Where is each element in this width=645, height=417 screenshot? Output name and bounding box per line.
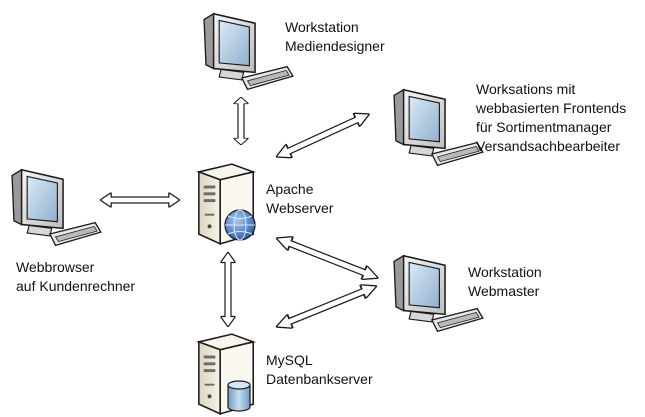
label-line: webbasierten Frontends [476,100,627,116]
webbrowser-computer-icon [11,169,102,247]
label-workstations-frontends: Worksations mit webbasierten Frontends f… [476,80,626,156]
apache-server-icon [198,163,256,245]
mysql-server-icon [198,333,255,415]
label-line: für Sortimentmanager [476,119,612,135]
label-apache-webserver: Apache Webserver [266,180,333,218]
label-line: Versandsachbearbeiter [476,138,620,154]
arrow-mysql-webmaster [273,279,380,334]
label-line: Worksations mit [476,81,576,97]
label-line: Workstation [468,264,542,280]
label-line: Webserver [266,200,334,216]
label-line: Webmaster [468,283,540,299]
arrow-apache-frontends [272,107,373,164]
label-line: auf Kundenrechner [16,278,136,294]
workstation-frontends-icon [393,89,484,167]
label-line: MySQL [266,352,313,368]
label-line: Datenbankserver [266,371,373,387]
label-webbrowser-kunde: Webbrowser auf Kundenrechner [16,258,135,296]
arrow-webbrowser-apache [100,192,181,208]
label-line: Mediendesigner [285,38,385,54]
label-line: Webbrowser [16,259,95,275]
arrow-apache-mysql [220,252,236,327]
arrow-mediendesigner-apache [233,97,249,146]
label-workstation-mediendesigner: Workstation Mediendesigner [285,18,385,56]
label-workstation-webmaster: Workstation Webmaster [468,263,542,301]
arrow-apache-webmaster [273,231,382,286]
workstation-mediendesigner-icon [203,13,294,91]
label-mysql-datenbankserver: MySQL Datenbankserver [266,351,373,389]
label-line: Workstation [285,19,359,35]
label-line: Apache [266,181,314,197]
